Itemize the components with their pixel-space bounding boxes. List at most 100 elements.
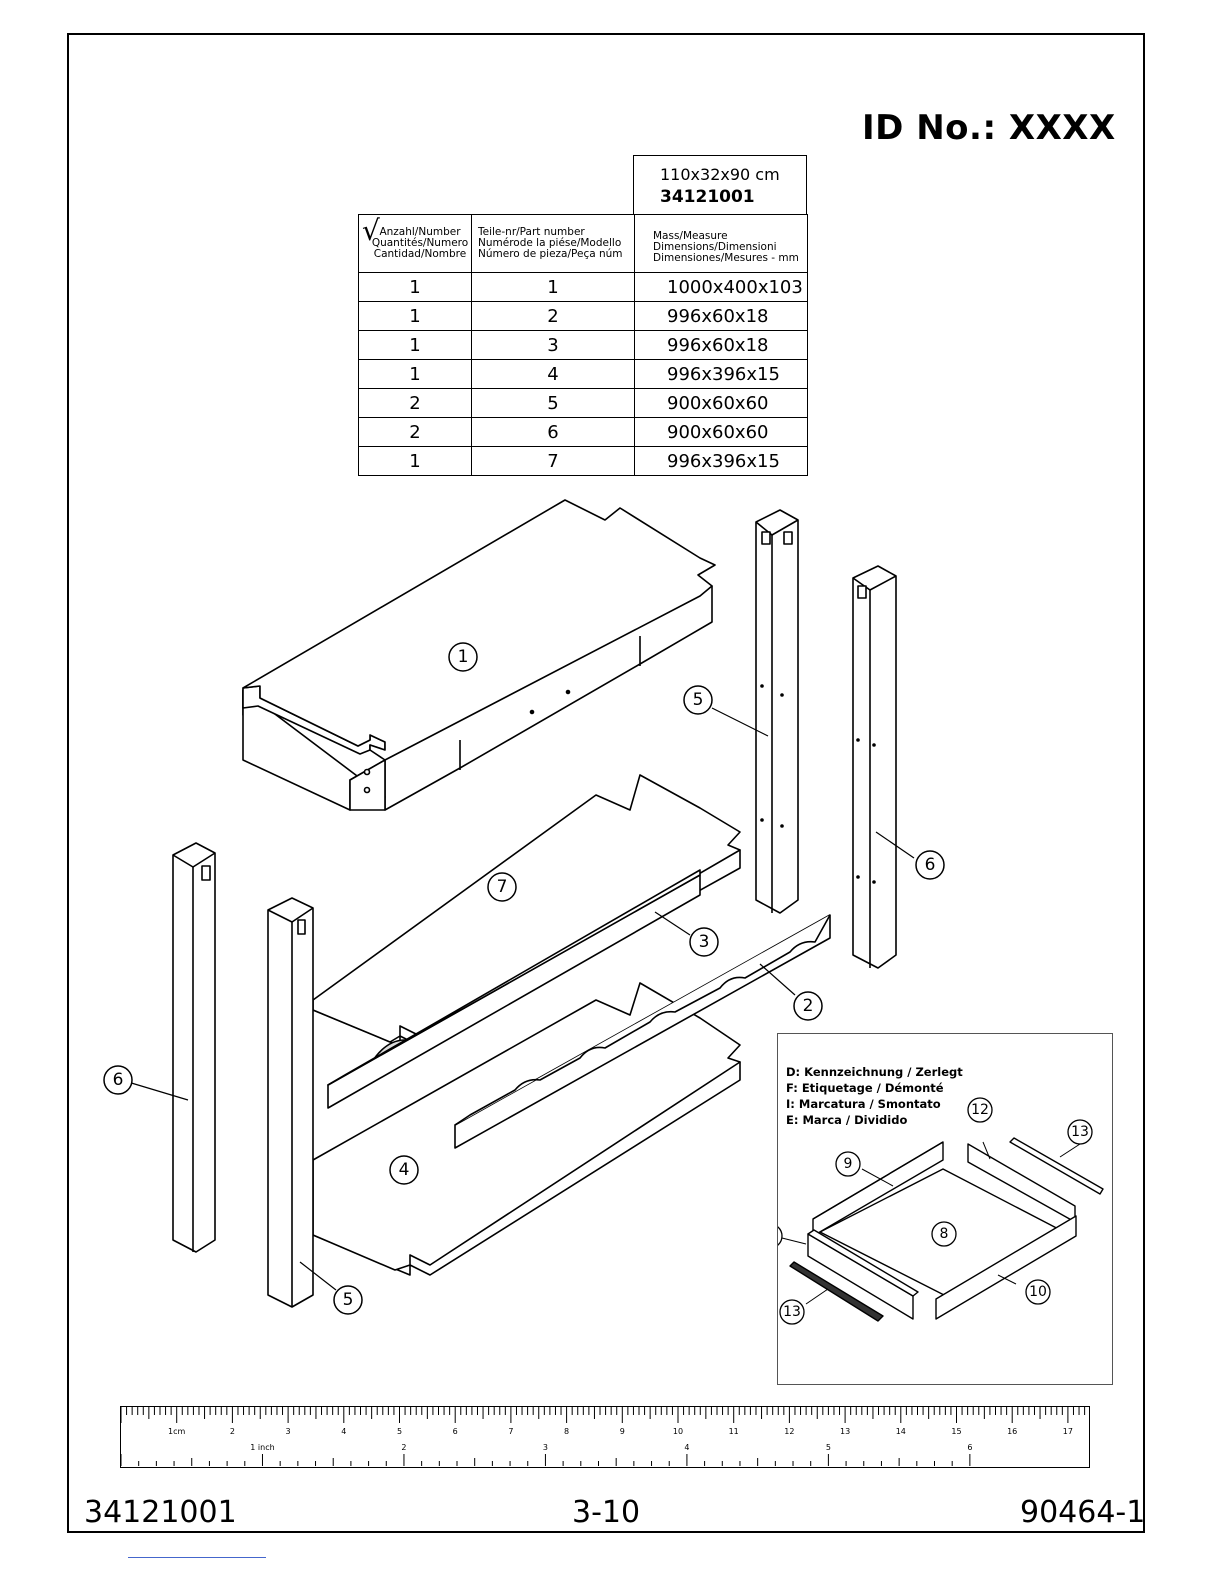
part-cell: 7 [471,446,635,476]
qty-cell: 1 [358,272,472,302]
part-2-rail [454,914,831,1149]
ruler-inch-label: 3 [543,1443,548,1452]
ruler-cm-label: 15 [951,1427,961,1436]
runner-left [789,1261,884,1322]
dim-cell: 996x396x15 [634,446,808,476]
callout-5: 5 [343,1290,354,1310]
part-cell: 4 [471,359,635,389]
measuring-ruler: 1cm 2 3 4 5 6 7 8 9 10 11 12 13 14 15 16 17 1 inch 2 3 4 5 6 [120,1406,1090,1468]
ruler-cm-label: 1cm [168,1427,185,1436]
ruler-inch-label: 2 [401,1443,406,1452]
part-header-line: Numérode la piése/Modello [478,237,622,249]
legend-line: D: Kennzeichnung / Zerlegt [786,1065,963,1079]
page-frame [67,33,1145,1533]
dim-header-line: Mass/Measure [653,230,728,242]
runner-right [1009,1137,1104,1195]
ruler-cm-label: 9 [620,1427,625,1436]
dim-header-line: Dimensions/Dimensioni [653,241,777,253]
footer-doc-number: 90464-1 [1020,1495,1146,1530]
qty-cell: 1 [358,330,472,360]
part-3-rail [327,869,701,1109]
part-5-post-right [755,509,799,914]
drawer-front [935,1215,1077,1320]
qty-cell: 1 [358,359,472,389]
callout-11: 11 [778,1228,779,1244]
part-5-post-left [267,897,314,1308]
ruler-cm-label: 11 [729,1427,739,1436]
ruler-cm-label: 7 [508,1427,513,1436]
ruler-cm-label: 3 [286,1427,291,1436]
dim-cell: 996x60x18 [634,330,808,360]
exploded-assembly-drawing: 1 7 4 5 6 6 5 3 2 [103,499,945,1315]
qty-header-line: Quantités/Numero [371,237,469,249]
ruler-cm-label: 13 [840,1427,850,1436]
part-header-line: Teile-nr/Part number [478,226,585,238]
ruler-cm-label: 16 [1007,1427,1017,1436]
part-6-post-left [172,842,216,1253]
ruler-cm-label: 5 [397,1427,402,1436]
ruler-cm-label: 10 [673,1427,683,1436]
qty-cell: 1 [358,301,472,331]
model-size: 110x32x90 cm [660,165,780,184]
callout-1: 1 [458,647,469,667]
ruler-cm-label: 4 [341,1427,346,1436]
part-header-line: Número de pieza/Peça núm [478,248,623,260]
part-4-shelf [312,982,741,1276]
callout-5: 5 [693,690,704,710]
ruler-cm-label: 12 [784,1427,794,1436]
dim-header: Mass/Measure Dimensions/Dimensioni Dimen… [634,214,808,273]
ruler-inch-label: 1 inch [250,1443,274,1452]
qty-header-line: Anzahl/Number [379,226,461,238]
callout-7: 7 [497,877,508,897]
check-mark-icon: √ [362,214,380,247]
ruler-inch-label: 5 [826,1443,831,1452]
qty-header-line: Cantidad/Nombre [373,248,467,260]
callout-13: 13 [783,1304,801,1320]
drawer-drawing: 9 8 10 11 12 13 13 [778,1097,1104,1325]
dim-header-line: Dimensiones/Mesures - mm [653,252,799,264]
ruler-cm-label: 2 [230,1427,235,1436]
ruler-cm-label: 17 [1063,1427,1073,1436]
part-1-top-box [242,499,716,811]
ruler-cm-label: 6 [453,1427,458,1436]
id-number: ID No.: XXXX [862,108,1116,148]
callout-3: 3 [699,932,710,952]
marking-legend: D: Kennzeichnung / Zerlegt F: Etiquetage… [786,1064,963,1128]
legend-line: I: Marcatura / Smontato [786,1097,941,1111]
table-header-row: √ Anzahl/Number Quantités/Numero Cantida… [358,214,808,273]
part-header: Teile-nr/Part number Numérode la piése/M… [471,214,635,273]
footer-article-number: 34121001 [84,1495,237,1530]
callout-12: 12 [971,1102,989,1118]
part-6-post-right [852,565,897,969]
callout-9: 9 [844,1156,853,1172]
qty-header: √ Anzahl/Number Quantités/Numero Cantida… [358,214,472,273]
legend-line: E: Marca / Dividido [786,1113,908,1127]
callout-10: 10 [1029,1284,1047,1300]
ruler-cm-label: 8 [564,1427,569,1436]
model-code: 34121001 [660,187,755,207]
callout-8: 8 [940,1226,949,1242]
dim-cell: 996x60x18 [634,301,808,331]
legend-line: F: Etiquetage / Démonté [786,1081,944,1095]
callout-4: 4 [399,1160,410,1180]
ruler-cm-label: 14 [896,1427,906,1436]
callout-6: 6 [925,855,936,875]
drawer-inset: D: Kennzeichnung / Zerlegt F: Etiquetage… [777,1033,1113,1385]
dim-cell: 1000x400x103 [634,272,808,302]
callout-2: 2 [803,996,814,1016]
ruler-inch-label: 6 [967,1443,972,1452]
ruler-inch-label: 4 [684,1443,689,1452]
parts-table: √ Anzahl/Number Quantités/Numero Cantida… [358,214,808,476]
bottom-underline [128,1557,266,1558]
part-cell: 3 [471,330,635,360]
callout-6: 6 [113,1070,124,1090]
footer-page-number: 3-10 [572,1495,641,1530]
ruler-scale: 1cm 2 3 4 5 6 7 8 9 10 11 12 13 14 15 16 17 1 inch 2 3 4 5 6 [120,1407,1086,1466]
